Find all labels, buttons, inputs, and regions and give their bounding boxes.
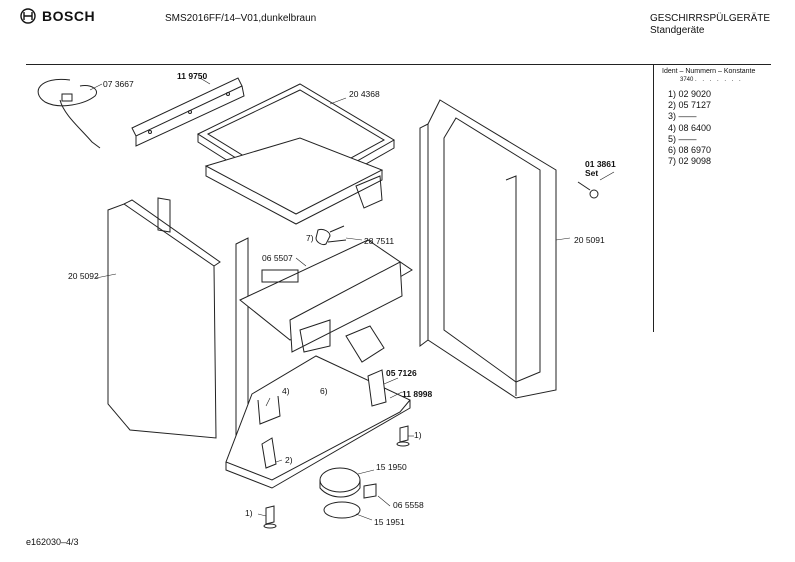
- part-label: 07 3667: [103, 79, 134, 89]
- part-label: 28 7511: [364, 236, 395, 246]
- part-label: 01 3861: [585, 159, 616, 169]
- part-label: 20 4368: [349, 89, 380, 99]
- ident-list-title: Ident – Nummern – Konstante: [662, 68, 756, 75]
- part-label: 15 1951: [374, 517, 405, 527]
- ident-dots: . . . . . . .: [695, 77, 743, 83]
- part-label: 4): [282, 386, 290, 396]
- small-component-part: [315, 225, 347, 245]
- ident-item: 7) 02 9098: [668, 156, 712, 167]
- power-cord-part: [37, 78, 101, 149]
- pump-part: [319, 467, 377, 499]
- header-divider: [26, 64, 771, 65]
- category-title: GESCHIRRSPÜLGERÄTE: [650, 13, 771, 24]
- sidebar-divider: [653, 64, 654, 332]
- ident-item: 6) 08 6970: [668, 145, 712, 156]
- right-side-panel-part: [419, 99, 557, 399]
- ident-constant: 3740: [680, 77, 694, 83]
- part-label: 05 7126: [386, 368, 417, 378]
- left-side-panel-part: [107, 197, 221, 439]
- switch-part: [367, 369, 387, 407]
- front-frame-part: [235, 237, 413, 451]
- model-number: SMS2016FF/14–V01,dunkelbraun: [165, 13, 317, 24]
- part-label: 20 5092: [68, 271, 99, 281]
- brand-logo: BOSCH: [20, 8, 95, 24]
- part-label: Set: [585, 168, 599, 178]
- part-label: 15 1950: [376, 462, 407, 472]
- part-label: 06 5558: [393, 500, 424, 510]
- part-label: 1): [245, 508, 253, 518]
- ident-item: 4) 08 6400: [668, 122, 712, 133]
- ident-item: 3) ——: [668, 111, 697, 122]
- ident-list-subtitle: 3740 . . . . . . .: [680, 77, 743, 83]
- part-label: 2): [285, 455, 293, 465]
- screw-set-part: [577, 181, 599, 199]
- base-plate-part: [225, 355, 411, 489]
- part-label: 11 8998: [402, 389, 433, 399]
- leader-lines: [89, 77, 615, 521]
- category-subtitle: Standgeräte: [650, 25, 705, 36]
- disc-part: [323, 501, 361, 519]
- part-label: 7): [306, 233, 314, 243]
- ident-item: 2) 05 7127: [668, 100, 712, 111]
- ident-item: 5) ——: [668, 133, 697, 144]
- brand-name: BOSCH: [42, 8, 96, 24]
- hinge-rail-part: [131, 77, 245, 147]
- part-label: 11 9750: [177, 71, 208, 81]
- part-label: 6): [320, 386, 328, 396]
- drawing-code: e162030–4/3: [26, 537, 79, 547]
- worktop-frame-part: [204, 137, 384, 225]
- adjustable-foot-part: [263, 425, 410, 529]
- part-label: 06 5507: [262, 253, 293, 263]
- ident-list: 1) 02 9020 2) 05 7127 3) —— 4) 08 6400 5…: [668, 89, 711, 167]
- part-label: 1): [414, 430, 422, 440]
- part-label: 20 5091: [574, 235, 605, 245]
- ident-item: 1) 02 9020: [668, 89, 712, 99]
- bosch-armature-icon: [20, 8, 36, 24]
